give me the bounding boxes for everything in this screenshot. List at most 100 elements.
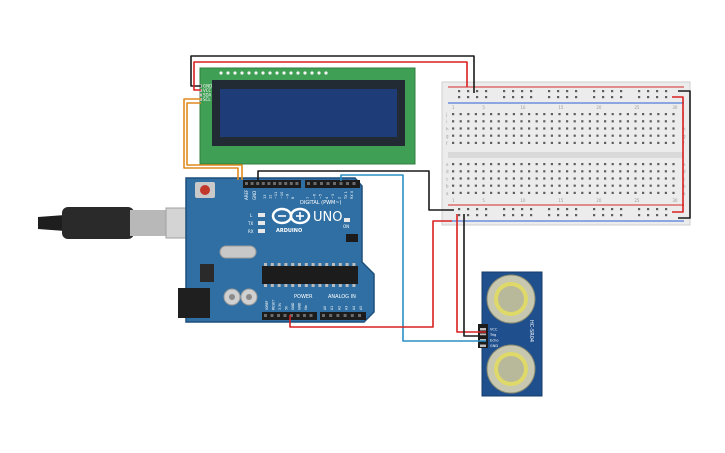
bb-hole[interactable] xyxy=(558,163,561,166)
bb-hole[interactable] xyxy=(611,134,614,137)
pin-hole[interactable] xyxy=(326,182,330,185)
bb-hole[interactable] xyxy=(581,141,584,144)
bb-hole[interactable] xyxy=(505,191,508,194)
pin-hole[interactable] xyxy=(307,182,310,185)
bb-hole[interactable] xyxy=(490,127,493,130)
bb-rail-hole[interactable] xyxy=(647,90,650,93)
bb-rail-hole[interactable] xyxy=(521,208,524,211)
bb-hole[interactable] xyxy=(482,163,485,166)
sensor-pin[interactable] xyxy=(480,344,486,348)
bb-hole[interactable] xyxy=(550,191,553,194)
bb-rail-hole[interactable] xyxy=(593,96,596,99)
bb-rail-hole[interactable] xyxy=(521,214,524,217)
bb-hole[interactable] xyxy=(467,184,470,187)
bb-hole[interactable] xyxy=(543,170,546,173)
pin-hole[interactable] xyxy=(267,182,271,185)
sensor-pin[interactable] xyxy=(480,328,486,331)
bb-hole[interactable] xyxy=(581,127,584,130)
bb-hole[interactable] xyxy=(611,184,614,187)
sensor-pin[interactable] xyxy=(480,333,486,337)
bb-hole[interactable] xyxy=(657,177,660,180)
bb-hole[interactable] xyxy=(642,120,645,123)
bb-rail-hole[interactable] xyxy=(602,208,605,211)
bb-hole[interactable] xyxy=(505,177,508,180)
bb-hole[interactable] xyxy=(581,163,584,166)
bb-rail-hole[interactable] xyxy=(503,96,506,99)
bb-hole[interactable] xyxy=(550,120,553,123)
bb-hole[interactable] xyxy=(611,113,614,116)
wire-arduino-5v[interactable] xyxy=(289,220,452,328)
bb-hole[interactable] xyxy=(634,184,637,187)
bb-hole[interactable] xyxy=(672,113,675,116)
pin-hole[interactable] xyxy=(289,182,293,185)
bb-hole[interactable] xyxy=(452,184,455,187)
bb-hole[interactable] xyxy=(474,120,477,123)
bb-rail-hole[interactable] xyxy=(656,96,659,99)
bb-hole[interactable] xyxy=(596,163,599,166)
bb-hole[interactable] xyxy=(474,141,477,144)
bb-rail-hole[interactable] xyxy=(566,90,569,93)
bb-hole[interactable] xyxy=(459,184,462,187)
bb-hole[interactable] xyxy=(588,163,591,166)
wire-sensor-trig[interactable] xyxy=(340,174,486,342)
bb-hole[interactable] xyxy=(604,163,607,166)
bb-hole[interactable] xyxy=(664,191,667,194)
bb-hole[interactable] xyxy=(626,127,629,130)
bb-hole[interactable] xyxy=(520,113,523,116)
bb-hole[interactable] xyxy=(459,120,462,123)
bb-rail-hole[interactable] xyxy=(458,208,461,211)
bb-hole[interactable] xyxy=(452,127,455,130)
bb-hole[interactable] xyxy=(672,177,675,180)
bb-hole[interactable] xyxy=(596,120,599,123)
bb-hole[interactable] xyxy=(505,184,508,187)
bb-hole[interactable] xyxy=(588,113,591,116)
bb-hole[interactable] xyxy=(619,134,622,137)
bb-hole[interactable] xyxy=(566,127,569,130)
bb-hole[interactable] xyxy=(459,127,462,130)
bb-hole[interactable] xyxy=(543,177,546,180)
bb-hole[interactable] xyxy=(611,191,614,194)
bb-rail-hole[interactable] xyxy=(521,96,524,99)
bb-rail-hole[interactable] xyxy=(575,214,578,217)
wire-lcd-scl[interactable] xyxy=(186,102,243,180)
bb-hole[interactable] xyxy=(459,134,462,137)
bb-hole[interactable] xyxy=(474,113,477,116)
bb-hole[interactable] xyxy=(520,191,523,194)
bb-hole[interactable] xyxy=(581,120,584,123)
bb-rail-hole[interactable] xyxy=(611,90,614,93)
bb-hole[interactable] xyxy=(528,163,531,166)
bb-hole[interactable] xyxy=(452,120,455,123)
bb-hole[interactable] xyxy=(550,177,553,180)
bb-rail-hole[interactable] xyxy=(530,96,533,99)
bb-rail-hole[interactable] xyxy=(548,90,551,93)
bb-hole[interactable] xyxy=(505,170,508,173)
bb-rail-hole[interactable] xyxy=(575,90,578,93)
bb-hole[interactable] xyxy=(588,127,591,130)
bb-hole[interactable] xyxy=(535,163,538,166)
bb-hole[interactable] xyxy=(558,170,561,173)
bb-hole[interactable] xyxy=(672,191,675,194)
bb-hole[interactable] xyxy=(474,184,477,187)
bb-hole[interactable] xyxy=(459,141,462,144)
bb-hole[interactable] xyxy=(626,163,629,166)
bb-rail-hole[interactable] xyxy=(647,214,650,217)
bb-rail-hole[interactable] xyxy=(467,90,470,93)
bb-rail-hole[interactable] xyxy=(593,208,596,211)
bb-hole[interactable] xyxy=(573,177,576,180)
bb-rail-hole[interactable] xyxy=(593,90,596,93)
bb-hole[interactable] xyxy=(497,113,500,116)
wire-sensor-vcc[interactable] xyxy=(456,214,486,333)
bb-hole[interactable] xyxy=(657,170,660,173)
bb-rail-hole[interactable] xyxy=(620,96,623,99)
bb-rail-hole[interactable] xyxy=(485,214,488,217)
bb-hole[interactable] xyxy=(588,170,591,173)
bb-hole[interactable] xyxy=(528,191,531,194)
bb-hole[interactable] xyxy=(581,177,584,180)
bb-hole[interactable] xyxy=(543,191,546,194)
bb-rail-hole[interactable] xyxy=(467,96,470,99)
bb-hole[interactable] xyxy=(482,191,485,194)
bb-hole[interactable] xyxy=(642,191,645,194)
bb-rail-hole[interactable] xyxy=(566,214,569,217)
bb-rail-hole[interactable] xyxy=(530,208,533,211)
